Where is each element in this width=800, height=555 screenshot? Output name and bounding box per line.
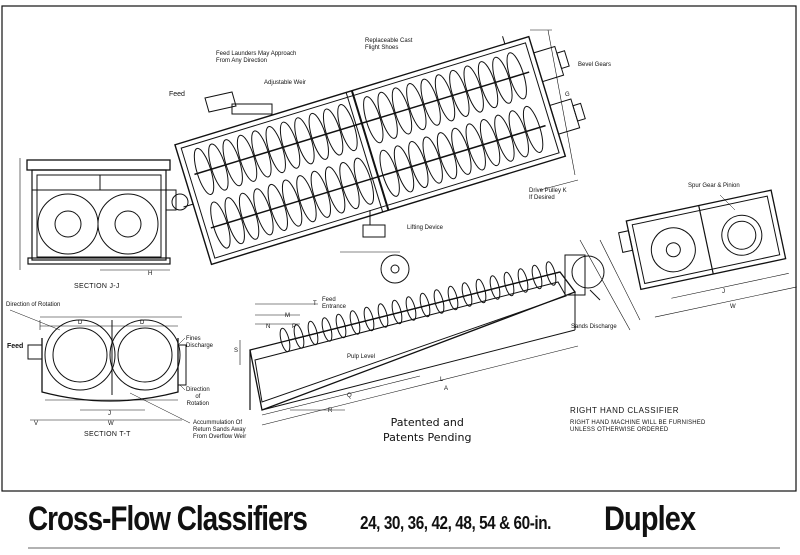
dim-p: P [292,324,297,330]
plan-view-drawing [174,35,586,266]
label-lifting-device: Lifting Device [407,225,444,231]
label-bevel-gears: Bevel Gears [578,62,612,68]
dim-n: N [266,324,271,330]
label-adjustable-weir: Adjustable Weir [264,80,306,86]
drawing-border [1,5,797,492]
patent-text: Patented and Patents Pending [383,416,472,444]
label-feed-left: Feed [7,343,24,350]
title-sizes: 24, 30, 36, 42, 48, 54 & 60-in. [360,513,551,533]
lifting-device-shape [362,210,386,238]
dim-d2: D [140,320,145,326]
section-tt-drawing [27,316,187,421]
dim-t: T [313,301,317,307]
title-duplex: Duplex [604,500,696,538]
label-replaceable-flights: Replaceable Cast Flight Shoes [365,38,413,51]
label-direction-rotation-2: Direction of Rotation [186,387,210,407]
dim-d1: D [78,320,83,326]
dim-w: W [108,421,114,427]
label-pulp-level: Pulp Level [347,354,376,360]
dim-m: M [285,313,290,319]
right-hand-note: RIGHT HAND MACHINE WILL BE FURNISHED UNL… [570,420,706,433]
feed-launder [204,91,273,115]
dim-g: G [565,92,570,98]
section-jj-title: SECTION J-J [74,283,120,290]
section-tt-title: SECTION T-T [84,431,131,438]
section-jj-drawing [19,158,189,271]
label-feed-entrance: Feed Entrance [322,297,347,310]
title-main: Cross-Flow Classifiers [28,500,308,538]
dim-r: R [328,408,333,414]
label-feed-launders: Feed Launders May Approach From Any Dire… [216,51,297,64]
dim-j2: J [722,289,725,295]
label-accumulation: Accummulation Of Return Sands Away From … [193,420,247,440]
label-spur-gear: Spur Gear & Pinion [688,183,740,189]
dim-q: Q [347,393,352,399]
label-direction-rotation: Direction of Rotation [6,302,61,308]
end-view-drawing [618,189,797,318]
dim-a: A [444,386,449,392]
label-drive-pulley: Drive Pulley K If Desired [529,188,567,201]
dim-s: S [234,348,239,354]
right-hand-title: RIGHT HAND CLASSIFIER [570,406,680,415]
label-sands-discharge: Sands Discharge [571,324,617,330]
label-fines-discharge: Fines Discharge [186,336,214,349]
side-elevation-drawing [239,239,641,426]
dim-v: V [34,421,39,427]
label-feed-top: Feed [169,91,185,98]
dim-h: H [148,271,153,277]
dim-j: J [108,411,111,417]
dim-l: L [440,377,444,383]
dim-w2: W [730,304,736,310]
